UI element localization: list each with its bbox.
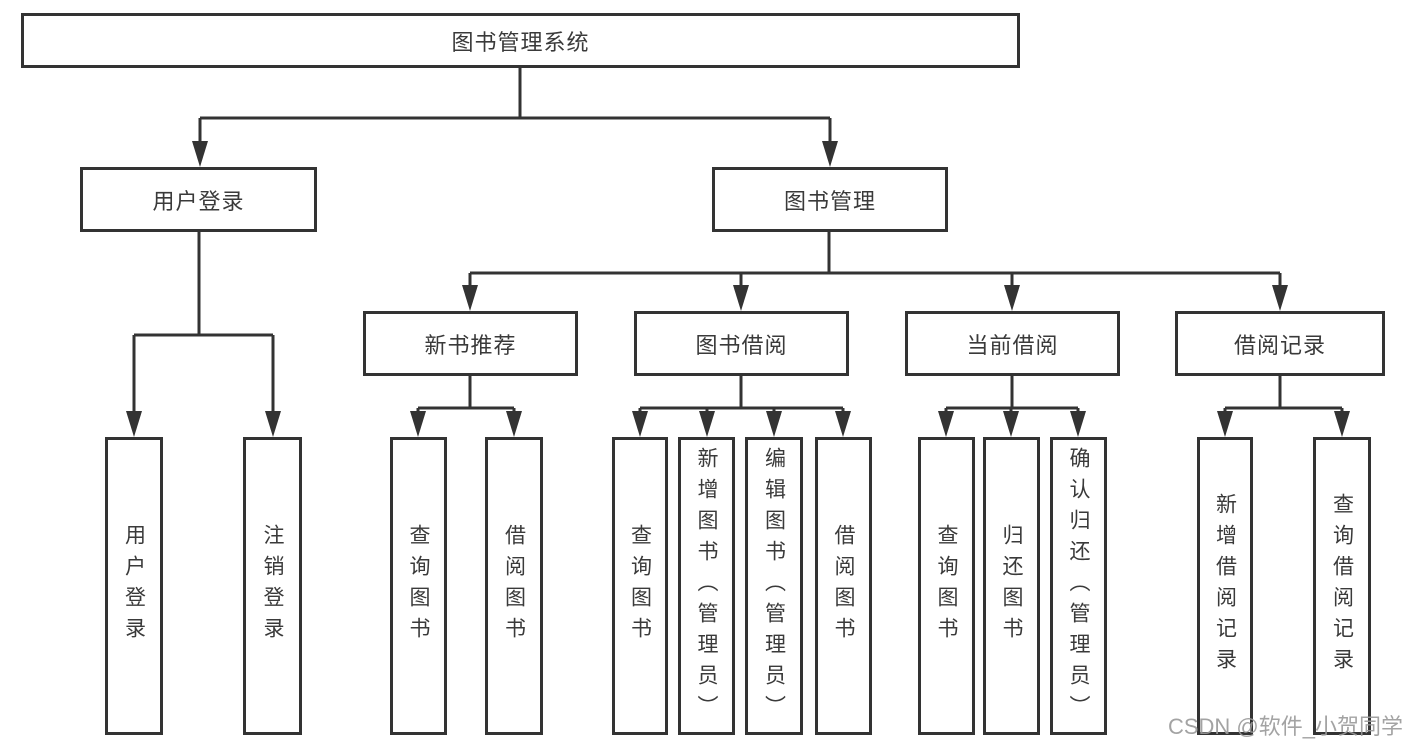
leaf-user-login: 用户登录 [105,437,163,735]
node-book-borrowing: 图书借阅 [634,311,849,376]
node-user-login: 用户登录 [80,167,317,232]
leaf-recommend-query-books: 查询图书 [390,437,447,735]
leaf-borrowing-edit-books-admin-label: 编辑图书（管理员） [762,446,786,726]
leaf-records-add-record-label: 新增借阅记录 [1213,493,1237,679]
node-borrowing-records: 借阅记录 [1175,311,1385,376]
watermark: CSDN @软件_小贺同学 [1167,714,1403,739]
leaf-current-confirm-return-admin-label: 确认归还（管理员） [1067,446,1090,726]
node-book-borrowing-label: 图书借阅 [695,332,788,358]
node-root: 图书管理系统 [21,13,1020,68]
node-book-management-label: 图书管理 [783,188,876,214]
leaf-recommend-query-books-label: 查询图书 [407,524,430,648]
node-root-label: 图书管理系统 [451,29,590,55]
leaf-borrowing-edit-books-admin: 编辑图书（管理员） [745,437,803,735]
leaf-borrowing-borrow-books-label: 借阅图书 [832,524,855,648]
leaf-current-query-books-label: 查询图书 [935,524,958,648]
leaf-records-query-record-label: 查询借阅记录 [1330,493,1354,679]
node-current-borrowing: 当前借阅 [905,311,1120,376]
node-user-login-label: 用户登录 [152,188,245,214]
leaf-recommend-borrow-books: 借阅图书 [485,437,543,735]
node-new-book-recommend-label: 新书推荐 [424,332,517,358]
leaf-current-query-books: 查询图书 [918,437,975,735]
leaf-borrowing-query-books: 查询图书 [612,437,668,735]
leaf-borrowing-query-books-label: 查询图书 [628,524,652,648]
node-current-borrowing-label: 当前借阅 [966,332,1059,358]
node-book-management: 图书管理 [712,167,948,232]
leaf-user-login-label: 用户登录 [122,524,146,648]
leaf-current-return-books-label: 归还图书 [1000,524,1023,648]
leaf-borrowing-add-books-admin: 新增图书（管理员） [678,437,735,735]
node-new-book-recommend: 新书推荐 [363,311,578,376]
leaf-logout-label: 注销登录 [261,524,284,648]
leaf-borrowing-borrow-books: 借阅图书 [815,437,872,735]
node-borrowing-records-label: 借阅记录 [1233,332,1326,358]
leaf-recommend-borrow-books-label: 借阅图书 [502,524,526,648]
leaf-borrowing-add-books-admin-label: 新增图书（管理员） [695,446,718,726]
leaf-records-query-record: 查询借阅记录 [1313,437,1371,735]
leaf-logout: 注销登录 [243,437,302,735]
leaf-current-return-books: 归还图书 [983,437,1040,735]
leaf-current-confirm-return-admin: 确认归还（管理员） [1050,437,1107,735]
leaf-records-add-record: 新增借阅记录 [1197,437,1253,735]
